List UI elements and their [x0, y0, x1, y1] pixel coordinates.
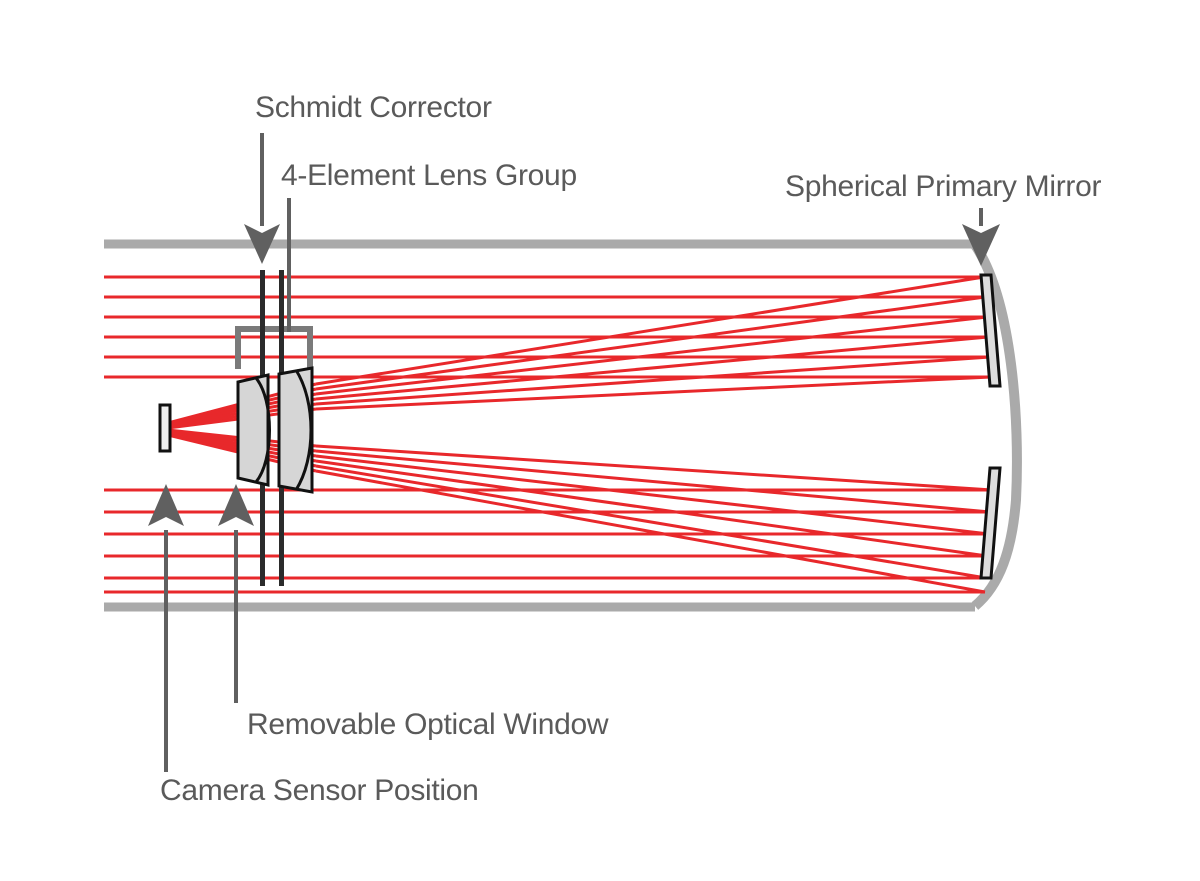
camera-sensor — [158, 403, 172, 453]
spherical-primary-mirror — [979, 273, 1002, 580]
incoming-rays-bottom — [104, 488, 992, 594]
label-camera-sensor: Camera Sensor Position — [160, 774, 479, 807]
ray-refl-top-3 — [315, 315, 988, 396]
leader-lines — [148, 133, 1000, 772]
primary-mirror-lower-segment — [979, 466, 1002, 580]
reflected-rays-from-upper-mirror — [315, 275, 992, 411]
optical-window-upper — [279, 270, 284, 380]
ray-refl-bot-6 — [315, 469, 986, 594]
leader-optical-window — [218, 484, 254, 703]
reflected-rays-from-lower-mirror — [315, 444, 993, 594]
arrow-down-icon — [962, 224, 1000, 266]
ray-refl-bot-2 — [315, 449, 991, 514]
telescope-tube — [104, 239, 1022, 612]
ray-refl-top-2 — [315, 295, 986, 391]
arrow-up-icon — [148, 484, 184, 526]
arrow-up-icon — [218, 484, 254, 526]
ray-refl-top-4 — [315, 335, 989, 401]
ray-refl-top-6 — [315, 375, 992, 411]
label-schmidt-corrector: Schmidt Corrector — [255, 91, 492, 124]
four-element-lens-group — [236, 366, 314, 494]
arrow-down-icon — [244, 224, 280, 264]
lens-element-3 — [277, 366, 314, 494]
ray-refl-top-1 — [315, 275, 985, 386]
ray-refl-top-5 — [315, 355, 991, 406]
lens-element-1 — [236, 373, 270, 487]
leader-schmidt-corrector — [244, 133, 280, 264]
lens-element-2-surface — [254, 377, 271, 483]
schmidt-corrector-plate — [260, 270, 265, 586]
corrector-plate-upper — [260, 270, 265, 380]
ray-refl-bot-1 — [315, 444, 993, 492]
tube-rear-curve — [970, 242, 1022, 610]
baffle-box — [235, 326, 313, 369]
ray-refl-bot-5 — [315, 464, 987, 580]
lens-element-4-surface — [294, 369, 313, 491]
leader-primary-mirror — [962, 208, 1000, 266]
ray-refl-bot-3 — [315, 454, 990, 536]
label-lens-group: 4-Element Lens Group — [281, 159, 577, 192]
optical-window-lower — [279, 478, 284, 586]
leader-camera-sensor — [148, 484, 184, 772]
ray-refl-bot-4 — [315, 459, 988, 558]
removable-optical-window — [279, 270, 284, 586]
primary-mirror-upper-segment — [979, 273, 1002, 388]
label-primary-mirror: Spherical Primary Mirror — [785, 170, 1101, 203]
corrector-plate-lower — [260, 478, 265, 586]
label-optical-window: Removable Optical Window — [247, 708, 609, 741]
